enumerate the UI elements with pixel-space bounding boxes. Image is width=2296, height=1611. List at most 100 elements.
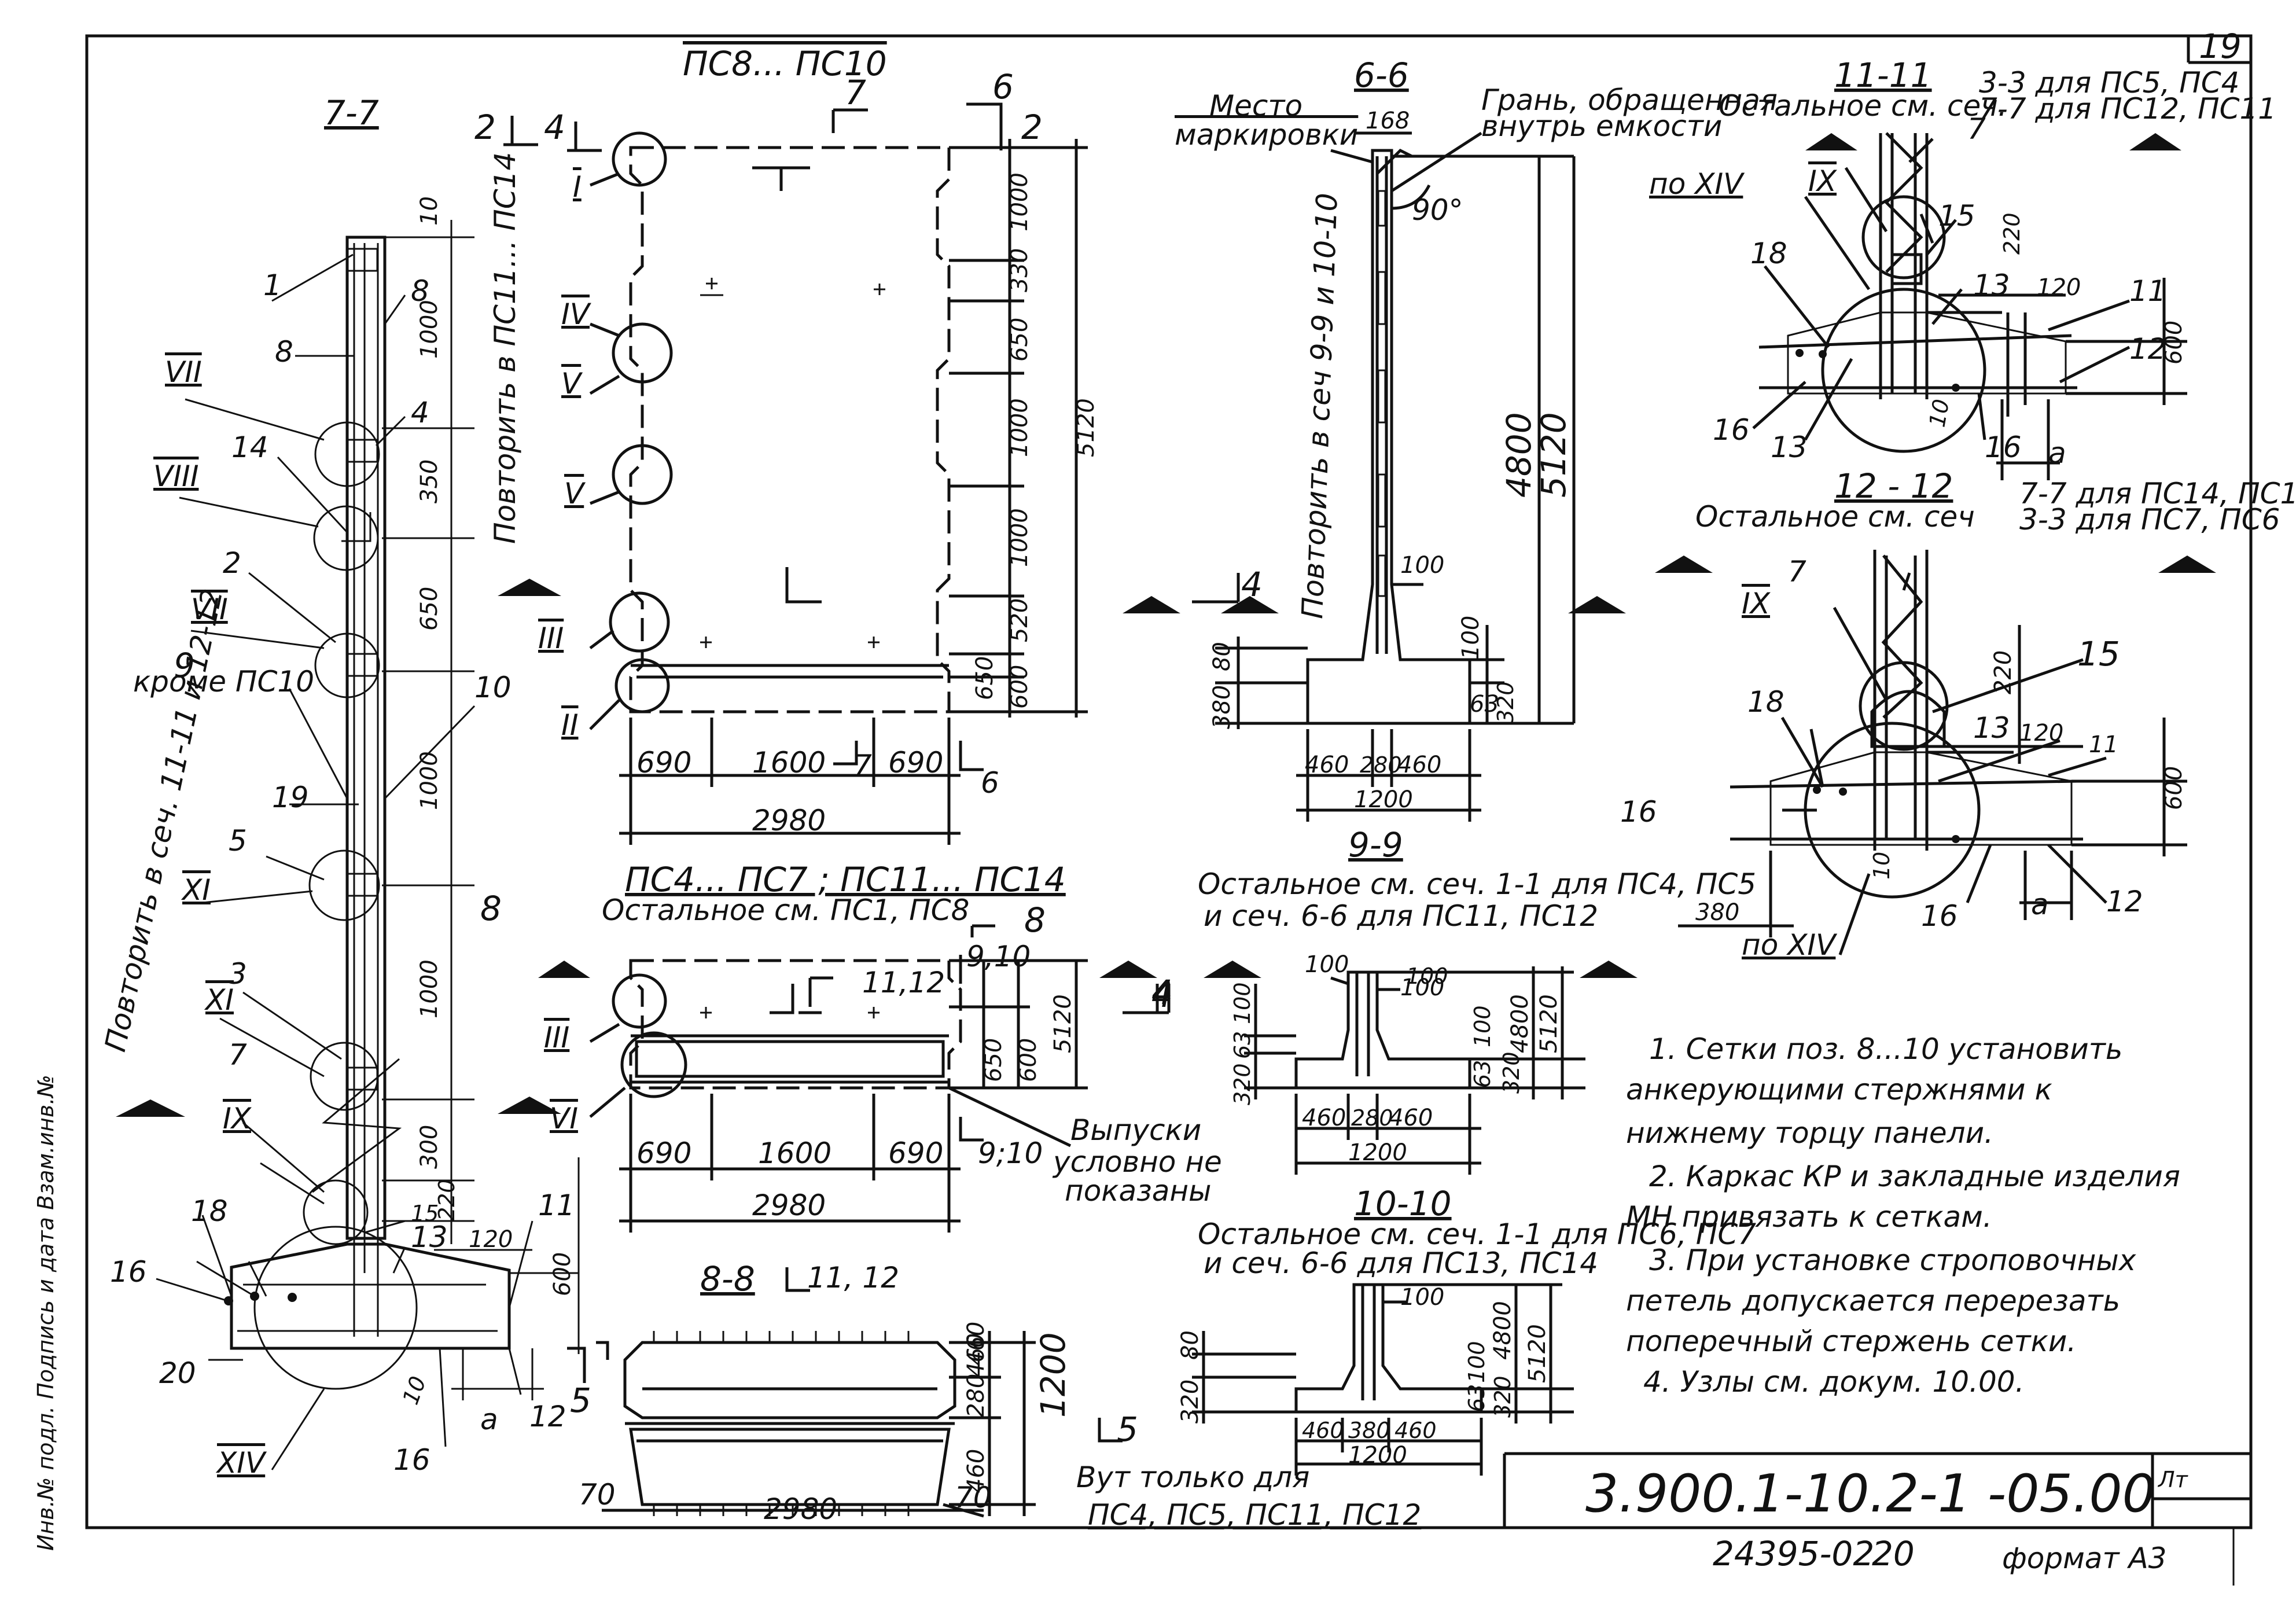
- s77-dim-10b: 10: [398, 1373, 431, 1408]
- s99-dim-100b: 100: [1400, 974, 1444, 1001]
- pos-19: 19: [272, 781, 309, 814]
- s1212-dim-10: 10: [1869, 852, 1894, 880]
- general-notes: 1. Сетки поз. 8...10 установить анкерующ…: [1626, 1032, 2180, 1399]
- ps8-title: ПС8... ПС10: [683, 44, 887, 83]
- s88-dim-2980: 2980: [764, 1492, 837, 1526]
- pos-14: 14: [231, 431, 268, 464]
- ps4-dim-5120: 5120: [1050, 994, 1076, 1053]
- ps8-dim-1000b: 1000: [1006, 398, 1033, 457]
- ps8-cut-7: 7: [845, 73, 866, 112]
- s1111-pos-13b: 13: [1771, 431, 1808, 464]
- s1010-dim-380: 380: [1348, 1418, 1390, 1443]
- s66-dim-320: 320: [1493, 681, 1518, 723]
- s88-dim-280: 280: [963, 1374, 989, 1418]
- s1212-subtitle: Остальное см. сеч: [1695, 500, 1975, 534]
- side-stamp: Инв.№ подл. Подпись и дата Взам.инв.№: [33, 1075, 58, 1551]
- s1212-pos-11: 11: [2089, 731, 2118, 758]
- s88-note-1: Вут только для: [1076, 1461, 1309, 1494]
- stamp-cell: Лт: [2157, 1467, 2189, 1492]
- view-ps8-ps10: ПС8... ПС10: [538, 44, 1180, 845]
- s77-node-ix: IX: [223, 1102, 252, 1135]
- s77-node-viii: VIII: [153, 459, 198, 493]
- s99-dim-5120: 5120: [1536, 994, 1562, 1053]
- s88-note-2: ПС4, ПС5, ПС11, ПС12: [1088, 1498, 1421, 1532]
- s1010-dim-4800: 4800: [1489, 1301, 1516, 1360]
- s1111-ref1: 3-3 для ПС5, ПС4: [1979, 66, 2240, 100]
- ps8-cut-6: 6: [992, 67, 1014, 106]
- s1111-ref2: 7-7 для ПС12, ПС11: [1979, 92, 2276, 126]
- s1212-dim-a: а: [2031, 888, 2049, 921]
- s1212-node-ix: IX: [1742, 587, 1771, 620]
- s99-dim-100a: 100: [1305, 951, 1349, 978]
- s66-cut-4: 4: [1241, 565, 1263, 604]
- pos-18: 18: [191, 1194, 228, 1228]
- ps4-dim-2980: 2980: [752, 1189, 826, 1222]
- s1010-dim-320: 320: [1177, 1380, 1204, 1424]
- ps4-outlet-note-2: условно не: [1052, 1145, 1222, 1179]
- section-7-7-title: 7-7: [324, 93, 379, 133]
- s1111-pos-16b: 16: [1985, 431, 2022, 464]
- s66-repeat-note: Повторить в сеч 9-9 и 10-10: [1296, 192, 1344, 619]
- s66-dim-100a: 100: [1400, 552, 1444, 579]
- s99-title: 9-9: [1348, 825, 1403, 865]
- s66-dim-100b: 100: [1458, 616, 1484, 660]
- s88-cut-5: 5: [1117, 1410, 1138, 1449]
- s1010-dim-100b: 100: [1464, 1341, 1489, 1383]
- s66-dim-460a: 460: [1305, 752, 1349, 778]
- sheet-format: формат А3: [2002, 1542, 2166, 1575]
- ps4-node-iii: III: [544, 1021, 569, 1054]
- s77-repeat-note: Повторить в ПС11... ПС14: [488, 152, 522, 544]
- ps8-dim-1000c: 1000: [1006, 508, 1033, 567]
- s77-dim-20: 20: [159, 1356, 196, 1390]
- s77-dim-300: 300: [416, 1125, 443, 1169]
- document-code: 3.900.1-10.2-1 -05.00: [1585, 1463, 2155, 1524]
- s66-face-note-2: внутрь емкости: [1481, 109, 1722, 143]
- s66-dim-168: 168: [1366, 108, 1410, 134]
- s1010-note-2: и сеч. 6-6 для ПС13, ПС14: [1204, 1246, 1598, 1280]
- section-10-10: 10-10 Остальное см. сеч. 1-1 для ПС6, ПС…: [1177, 1184, 1756, 1476]
- sheet-frame: [85, 34, 2253, 1586]
- s1212-ref1: 7-7 для ПС14, ПС13: [2019, 477, 2296, 510]
- ps8-dim-650: 650: [1006, 318, 1033, 362]
- s99-dim-4800: 4800: [1507, 994, 1533, 1053]
- ps4-outlet-note-3: показаны: [1065, 1174, 1212, 1208]
- s77-dim-a: а: [480, 1403, 498, 1436]
- s1010-dim-460a: 460: [1302, 1418, 1344, 1443]
- s88-dim-1200: 1200: [1033, 1332, 1073, 1418]
- note-line-3: нижнему торцу панели.: [1626, 1116, 1993, 1150]
- s1111-dim-220: 220: [1999, 212, 2025, 255]
- pos-16a: 16: [110, 1255, 147, 1289]
- s77-dim-10: 10: [416, 196, 443, 226]
- ps4-cut-8b: 8: [480, 889, 502, 928]
- inventory-suffix: 20: [1872, 1534, 1915, 1573]
- s1111-dim-600: 600: [2161, 321, 2187, 365]
- page-number: 19: [2199, 27, 2242, 66]
- s1010-title: 10-10: [1354, 1184, 1452, 1223]
- s1111-pos-16a: 16: [1713, 413, 1750, 447]
- s77-node-vii-b: VII: [191, 593, 228, 626]
- s1212-dim-600: 600: [2161, 766, 2187, 810]
- s1111-ref-xiv: по XIV: [1649, 167, 1745, 201]
- s77-dim-1000b: 1000: [416, 751, 443, 810]
- s77-node-xi-a: XI: [181, 873, 211, 907]
- s1111-pos-13: 13: [1973, 268, 2010, 302]
- s99-dim-320b: 320: [1499, 1051, 1524, 1094]
- pos-5: 5: [229, 824, 247, 858]
- s1010-dim-80: 80: [1177, 1330, 1204, 1360]
- note-line-7: петель допускается перерезать: [1626, 1284, 2120, 1318]
- ps8-node-v-b: V: [564, 477, 586, 510]
- pos-13: 13: [411, 1220, 448, 1254]
- s66-title: 6-6: [1354, 56, 1409, 95]
- s66-marking-2: маркировки: [1175, 118, 1358, 152]
- ps4-dim-650: 650: [980, 1038, 1007, 1082]
- s1111-pos-15: 15: [1938, 199, 1975, 233]
- s1111-dim-120: 120: [2037, 274, 2081, 301]
- note-line-9: 4. Узлы см. докум. 10.00.: [1643, 1365, 2024, 1399]
- s88-dim-70a: 70: [579, 1478, 616, 1511]
- s1111-node-ix: IX: [1808, 164, 1838, 198]
- s99-dim-280: 280: [1351, 1105, 1393, 1131]
- s1212-pos-12: 12: [2106, 885, 2143, 918]
- s1212-pos-7: 7: [1788, 555, 1806, 589]
- pos-8a: 8: [275, 335, 293, 369]
